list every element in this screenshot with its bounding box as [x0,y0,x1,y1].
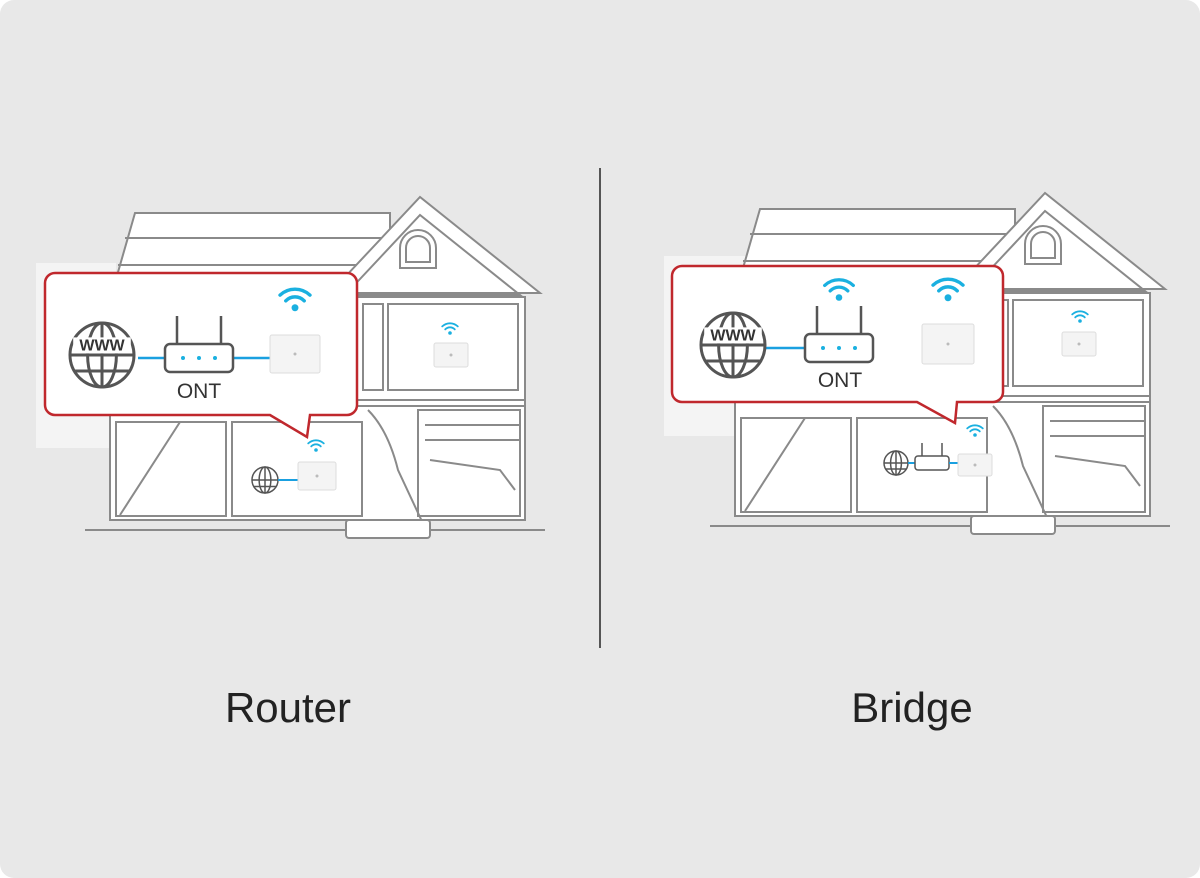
ont-device-icon [163,316,235,374]
upstairs-wifi-icon [441,322,459,335]
upstairs-router-icon [433,342,469,368]
ont-device-icon [803,306,875,364]
upstairs-wifi-icon [1071,310,1089,323]
small-globe-icon [883,450,909,476]
router-device-icon [269,334,321,374]
ont-label: ONT [818,369,863,392]
internet-globe-icon [68,321,136,389]
router-wifi-icon [278,287,312,312]
ont-wifi-icon [823,278,855,301]
small-ont-icon [914,443,950,471]
small-globe-icon [251,466,279,494]
globe-www-text: WWW [79,338,125,355]
divider [599,168,601,648]
router-device-icon [921,323,975,365]
router-mode-label: Router [224,684,352,731]
ont-label: ONT [177,380,222,403]
globe-www-text: WWW [710,328,756,345]
bridge-mode-label: Bridge [851,684,973,731]
home-router-icon [957,453,993,477]
upstairs-router-icon [1061,331,1097,357]
wifi-icon [307,439,325,452]
internet-globe-icon [699,311,767,379]
wifi-icon [966,424,984,437]
router-wifi-icon [931,277,965,302]
home-router-icon [297,461,337,491]
